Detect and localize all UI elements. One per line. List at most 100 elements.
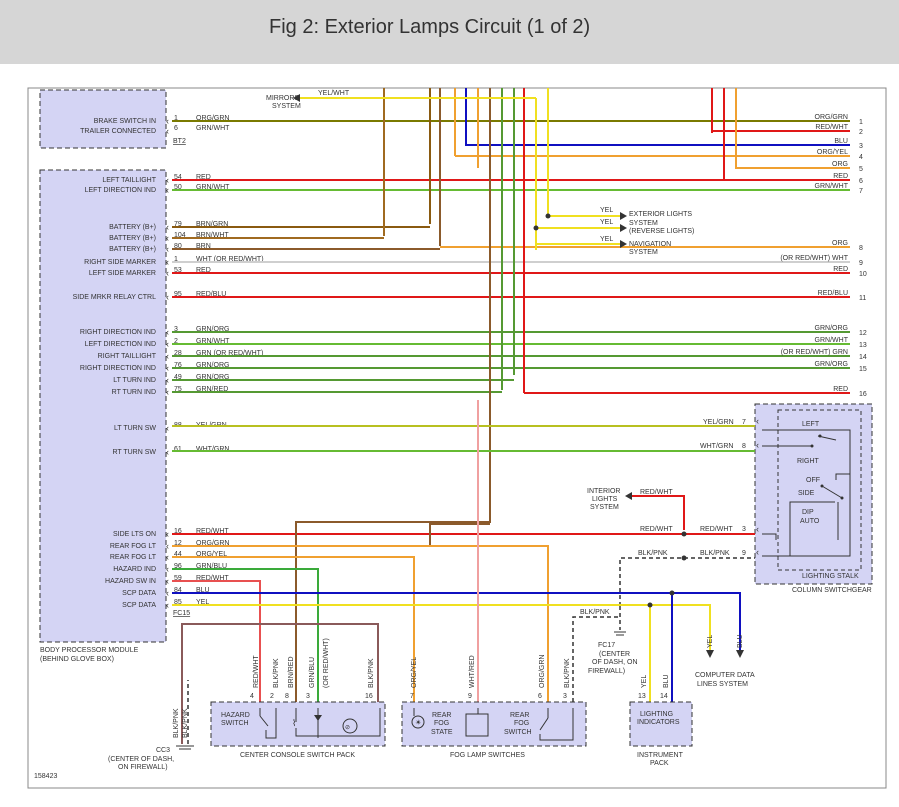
fog-lamp-glyph: ✴ xyxy=(415,718,422,727)
splice-yel xyxy=(647,602,653,608)
bpm-pin-wire: ORG/GRN xyxy=(196,540,229,547)
bpm-pin-wire: GRN/ORG xyxy=(196,374,229,381)
fog-switch-box xyxy=(401,701,587,747)
splice-blu xyxy=(669,590,675,596)
wire-console-blk-pnk xyxy=(181,623,379,744)
csg-wire-1: YEL/GRN xyxy=(703,419,734,426)
console-pin-number: 4 xyxy=(250,693,254,700)
diagram-frame xyxy=(27,87,887,789)
ext-line2: SYSTEM xyxy=(629,220,658,227)
computer-line1: COMPUTER DATA xyxy=(695,672,755,679)
bpm-pin-number: 28 xyxy=(174,350,182,357)
bpm-pin-arrow: ‹ xyxy=(166,257,169,267)
computer-line2: LINES SYSTEM xyxy=(697,681,748,688)
bpm-location: (BEHIND GLOVE BOX) xyxy=(40,656,114,663)
fog-wire-label: BLK/PNK xyxy=(564,658,571,688)
bpm-pin-arrow: ‹ xyxy=(166,387,169,397)
stalk-dip: DIP xyxy=(802,509,814,516)
bpm-pin-arrow: ‹ xyxy=(166,541,169,551)
interior-line3: SYSTEM xyxy=(590,504,619,511)
bpm-pin-label: BATTERY (B+) xyxy=(109,246,156,253)
right-pin-number: 13 xyxy=(859,342,867,349)
fog-pin-number: 3 xyxy=(563,693,567,700)
ext-arrow-1 xyxy=(620,212,627,220)
bpm-pin-label: HAZARD IND xyxy=(113,566,156,573)
right-pin-number: 3 xyxy=(859,143,863,150)
bpm-pin-number: 80 xyxy=(174,243,182,250)
mirrors-wire-label: YEL/WHT xyxy=(318,90,350,97)
interior-line2: LIGHTS xyxy=(592,496,618,503)
fog-state-lamp-icon xyxy=(411,715,425,729)
fog-sw-2: FOG xyxy=(514,720,529,727)
bpm-pin-label: LT TURN IND xyxy=(113,377,156,384)
fog-wire-label: ORG/GRN xyxy=(539,655,546,688)
bpm-pin-arrow: ‹ xyxy=(166,185,169,195)
bpm-pin-arrow: ‹ xyxy=(166,126,169,136)
mirrors-line2: SYSTEM xyxy=(272,103,301,110)
console-pin-number: 3 xyxy=(306,693,310,700)
figure-header: Fig 2: Exterior Lamps Circuit (1 of 2) xyxy=(0,0,899,64)
bpm-pin-wire: BRN/GRN xyxy=(196,221,228,228)
fog-state-3: STATE xyxy=(431,729,453,736)
instrument-wire-label: YEL xyxy=(641,675,648,688)
bpm-pin-arrow: ‹ xyxy=(166,244,169,254)
bpm-pin-label: RIGHT SIDE MARKER xyxy=(84,259,156,266)
right-pin-number: 12 xyxy=(859,330,867,337)
console-hazard-1: HAZARD xyxy=(221,712,250,719)
bpm-pin-arrow: ‹ xyxy=(166,327,169,337)
wire-fog-blk-pnk xyxy=(572,616,620,702)
computer-blu-arrow xyxy=(736,650,744,658)
instrument-pin-number: 14 xyxy=(660,693,668,700)
bpm-pin-label: LT TURN SW xyxy=(114,425,156,432)
right-wire-label: ORG xyxy=(832,240,848,247)
computer-yel-label: YEL xyxy=(707,635,714,648)
bpm-pin-arrow: ‹ xyxy=(166,116,169,126)
computer-yel-arrow xyxy=(706,650,714,658)
stalk-contact-2 xyxy=(818,434,822,438)
splice-side-lts xyxy=(681,531,687,537)
console-internal-lines xyxy=(259,708,381,739)
right-pin-number: 6 xyxy=(859,178,863,185)
interior-line1: INTERIOR xyxy=(587,488,620,495)
bpm-pin-arrow: ‹ xyxy=(166,423,169,433)
console-wire-label: (OR RED/WHT) xyxy=(323,638,330,688)
bpm-pin-label: BATTERY (B+) xyxy=(109,224,156,231)
wire-interior-lights xyxy=(632,495,685,530)
fog-state-2: FOG xyxy=(434,720,449,727)
bpm-pin-label: SIDE MRKR RELAY CTRL xyxy=(73,294,156,301)
bpm-pin-number: 1 xyxy=(174,115,178,122)
console-lamp-icon: ⊘ xyxy=(345,725,350,731)
right-pin-number: 2 xyxy=(859,129,863,136)
right-pin-number: 5 xyxy=(859,166,863,173)
bpm-pin-arrow: ‹ xyxy=(166,588,169,598)
stalk-off: OFF xyxy=(806,477,820,484)
vertical-trunks xyxy=(383,88,737,523)
nav-line2: SYSTEM xyxy=(629,249,658,256)
fog-pin-number: 7 xyxy=(410,693,414,700)
bpm-pin-wire: RED/WHT xyxy=(196,575,229,582)
nav-wire-label: YEL xyxy=(600,236,613,243)
bpm-pin-wire: YEL xyxy=(196,599,209,606)
stalk-pin-arrow-1: ‹ xyxy=(756,416,759,426)
bpm-pin-label: HAZARD SW IN xyxy=(105,578,156,585)
bpm-pin-label: REAR FOG LT xyxy=(110,543,157,550)
cc3-name: CC3 xyxy=(156,747,170,754)
bpm-pin-label: SIDE LTS ON xyxy=(113,531,156,538)
bpm-pin-number: 50 xyxy=(174,184,182,191)
stalk-left: LEFT xyxy=(802,421,820,428)
fc15-label: FC15 xyxy=(173,610,190,617)
bpm-pin-label: TRAILER CONNECTED xyxy=(80,128,156,135)
bpm-pin-label: RT TURN IND xyxy=(112,389,156,396)
stalk-switch-lines xyxy=(762,429,851,557)
bpm-pin-label: RIGHT DIRECTION IND xyxy=(80,365,156,372)
bpm-pin-number: 75 xyxy=(174,386,182,393)
stalk-contact-1 xyxy=(810,444,814,448)
fog-pin-number: 9 xyxy=(468,693,472,700)
bpm-pin-arrow: ‹ xyxy=(166,564,169,574)
fog-sw-3: SWITCH xyxy=(504,729,532,736)
bpm-pin-wire: GRN (OR RED/WHT) xyxy=(196,350,263,357)
csg-pin-4: 9 xyxy=(742,550,746,557)
interior-wire-label: RED/WHT xyxy=(640,489,673,496)
bpm-pin-label: RT TURN SW xyxy=(112,449,156,456)
